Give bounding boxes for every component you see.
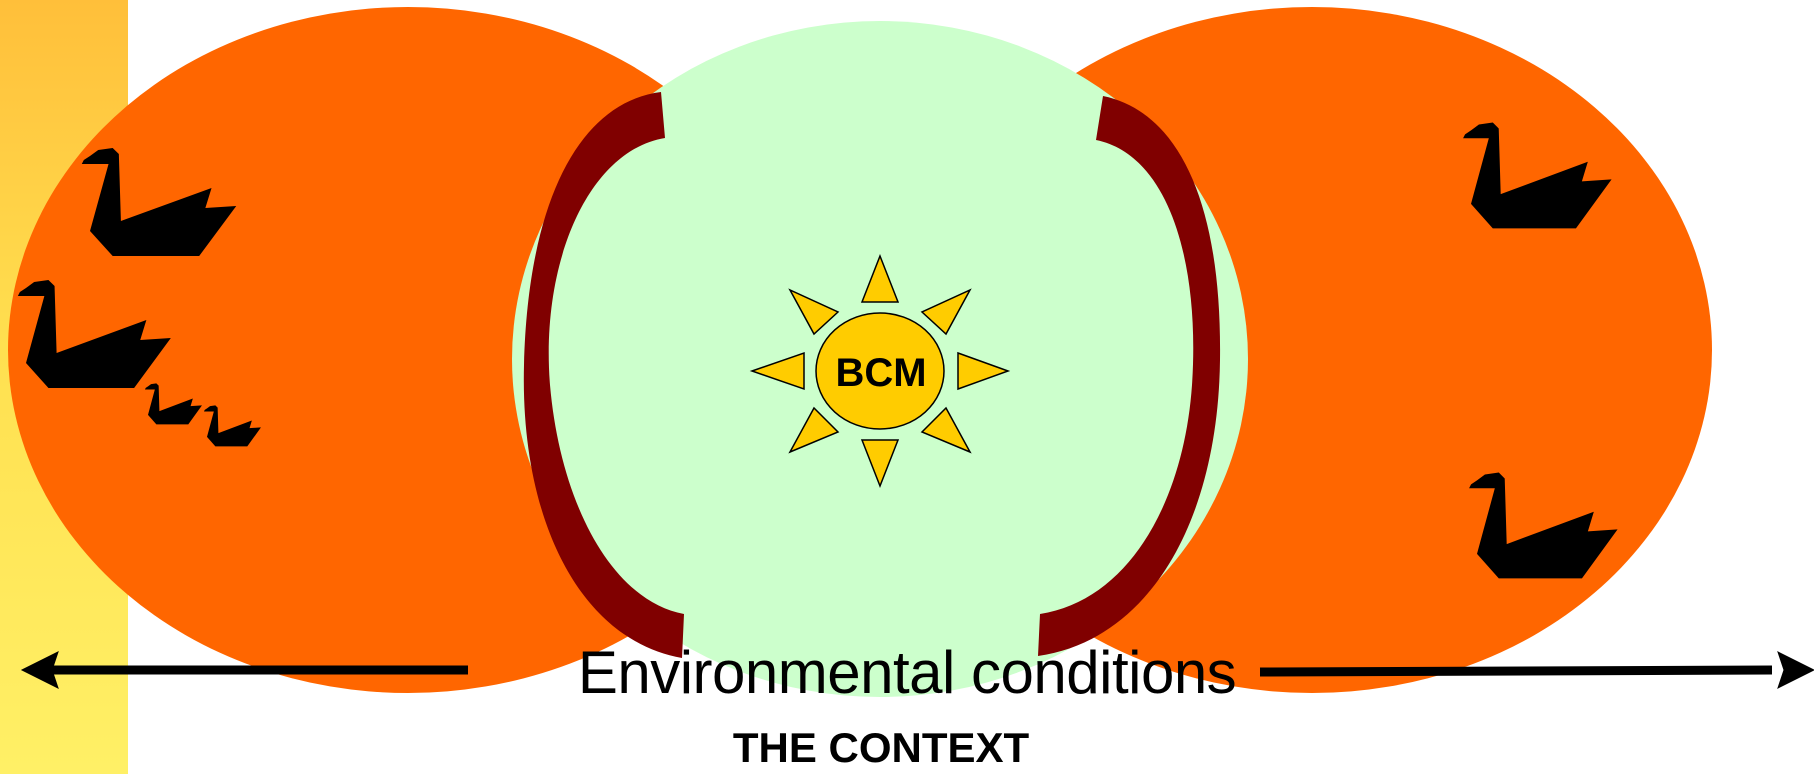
- sun-ray-right: [957, 351, 1011, 391]
- double-headed-arrow: [20, 651, 1814, 689]
- sun-ray-bottom-right: [920, 406, 972, 454]
- bcm-label: BCM: [835, 351, 926, 395]
- sun-ray-bottom-left: [788, 406, 840, 454]
- arrow-head-left: [20, 651, 59, 689]
- right-boundary-arc: [1038, 96, 1221, 656]
- sun-icon: [749, 253, 1011, 489]
- sun-ray-bottom: [860, 439, 900, 489]
- sun-ray-left: [749, 351, 805, 391]
- sun-ray-top-left: [788, 288, 840, 336]
- left-boundary-arc: [523, 92, 684, 658]
- arrow-head-right: [1777, 651, 1814, 689]
- sun-core: [815, 312, 945, 430]
- sun-ray-top-right: [920, 288, 972, 336]
- arrow-shaft-right: [1259, 665, 1773, 677]
- sun-ray-top: [860, 253, 900, 303]
- diagram-caption: THE CONTEXT: [732, 724, 1030, 771]
